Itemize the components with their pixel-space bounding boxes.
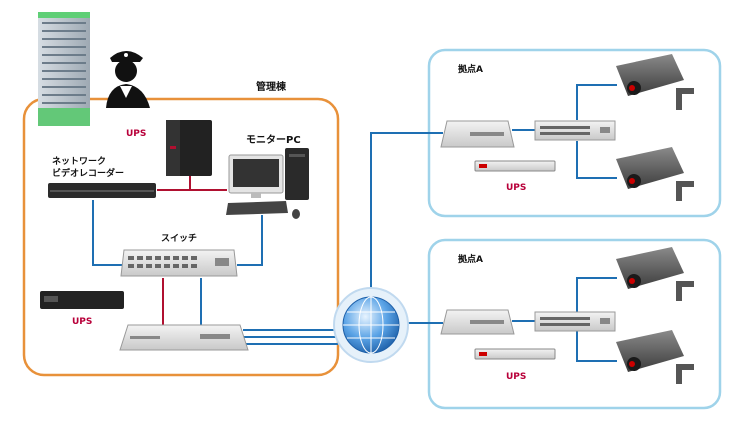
router-icon (440, 120, 515, 148)
nvr-label-line2: ビデオレコーダー (52, 169, 125, 179)
network-lines (92, 84, 617, 362)
security-camera-icon (616, 147, 694, 201)
security-guard-icon (106, 51, 150, 108)
keyboard-icon (226, 201, 288, 215)
ups-label: UPS (126, 129, 147, 139)
security-camera-icon (616, 247, 694, 301)
internet-globe-icon (333, 287, 409, 363)
ups-label: UPS (506, 183, 527, 193)
admin-building-area (22, 97, 340, 377)
security-camera-icon (616, 54, 694, 110)
switch-icon (534, 311, 616, 332)
nvr-label-line1: ネットワーク (52, 157, 107, 167)
monitor-pc-label: モニターPC (246, 135, 301, 146)
site-a-top-label: 拠点A (458, 65, 483, 75)
ups-tower-icon (166, 120, 212, 176)
office-building-icon (38, 12, 90, 126)
switch-icon (534, 120, 616, 141)
admin-building-label: 管理棟 (256, 82, 286, 93)
router-icon (119, 324, 249, 351)
nvr-icon (48, 183, 156, 198)
power-lines (157, 170, 227, 325)
mouse-icon (292, 209, 300, 219)
router-icon (440, 309, 515, 335)
switch-icon (120, 249, 238, 277)
rack-ups-icon (474, 348, 556, 360)
ups-label: UPS (72, 317, 93, 327)
rack-ups-icon (474, 160, 556, 172)
ups-label: UPS (506, 372, 527, 382)
monitor-pc-icon (228, 148, 309, 200)
site-a-bottom-label: 拠点A (458, 255, 483, 265)
switch-label: スイッチ (161, 234, 198, 244)
rack-ups-icon (40, 291, 124, 309)
security-camera-icon (616, 330, 694, 384)
